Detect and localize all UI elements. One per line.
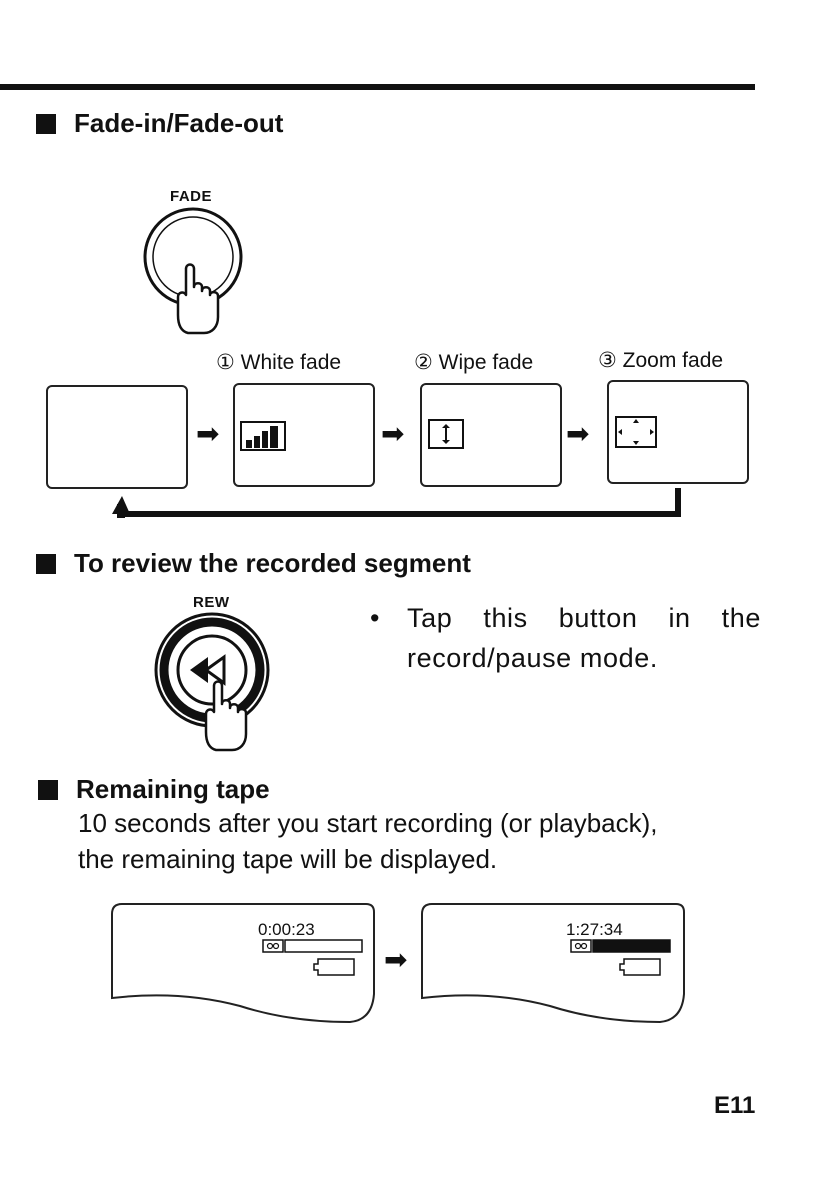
- battery-icon: [312, 958, 356, 976]
- finger-press-icon: [178, 265, 218, 334]
- return-loop-arrow-icon: [100, 486, 690, 522]
- section-square-icon: [36, 114, 56, 134]
- section-square-icon: [36, 554, 56, 574]
- rew-button-icon: [150, 610, 280, 758]
- section-title-review: To review the recorded segment: [36, 548, 471, 579]
- review-text-line-2: record/pause mode.: [407, 638, 658, 678]
- top-rule: [0, 84, 755, 90]
- remaining-tape-bar: [570, 938, 672, 954]
- rewind-icon: [190, 657, 224, 683]
- white-fade-icon: [240, 421, 286, 451]
- battery-icon: [618, 958, 662, 976]
- tape-counter: 0:00:23: [258, 920, 315, 940]
- review-bullet: •: [370, 598, 380, 638]
- arrow-right-icon: ➡: [196, 420, 219, 448]
- step-label-wipe-fade: ② Wipe fade: [414, 350, 533, 375]
- arrow-right-icon: ➡: [381, 420, 404, 448]
- remaining-tape-bar: [262, 938, 364, 954]
- section-square-icon: [38, 780, 58, 800]
- rew-button-label: REW: [193, 594, 230, 611]
- review-text-line-1: Tap this button in the: [407, 598, 761, 638]
- section-title-fade: Fade-in/Fade-out: [36, 108, 283, 139]
- viewfinder-display-before: 0:00:23: [110, 902, 376, 1026]
- section-title-remaining: Remaining tape: [38, 774, 270, 805]
- remaining-text-line-2: the remaining tape will be displayed.: [78, 842, 497, 876]
- remaining-text-line-1: 10 seconds after you start recording (or…: [78, 806, 658, 840]
- fade-title-text: Fade-in/Fade-out: [74, 108, 283, 139]
- fade-button-label: FADE: [170, 188, 212, 205]
- screen-white-fade: [233, 383, 375, 487]
- arrow-right-icon: ➡: [384, 946, 407, 974]
- screen-zoom-fade: [607, 380, 749, 484]
- step-label-white-fade: ① White fade: [216, 350, 341, 375]
- tape-counter: 1:27:34: [566, 920, 623, 940]
- screen-wipe-fade: [420, 383, 562, 487]
- zoom-fade-icon: [615, 416, 657, 448]
- step-label-zoom-fade: ③ Zoom fade: [598, 348, 723, 373]
- screen-normal: [46, 385, 188, 489]
- fade-button-icon: [140, 205, 250, 345]
- wipe-fade-icon: [428, 419, 464, 449]
- review-title-text: To review the recorded segment: [74, 548, 471, 579]
- page-number: E11: [714, 1092, 755, 1120]
- arrow-right-icon: ➡: [566, 420, 589, 448]
- viewfinder-display-after: 1:27:34: [420, 902, 686, 1026]
- remaining-title-text: Remaining tape: [76, 774, 270, 805]
